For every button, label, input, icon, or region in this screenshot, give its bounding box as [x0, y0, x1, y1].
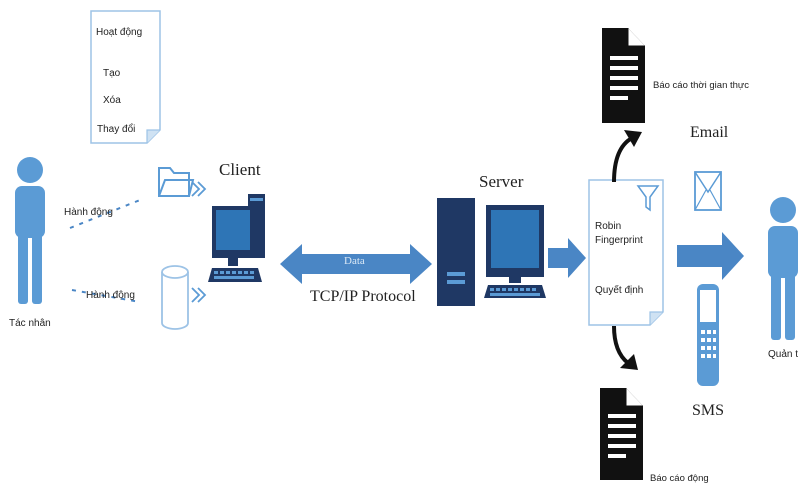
- database-icon: [161, 265, 189, 330]
- action-label-bottom: Hành động: [86, 290, 135, 301]
- process-to-admin-arrow: [677, 232, 744, 280]
- folder-icon: [158, 167, 195, 197]
- actor-person-icon: [15, 157, 45, 304]
- protocol-label: TCP/IP Protocol: [310, 288, 416, 305]
- chevron-icon-top: [191, 181, 207, 197]
- server-to-process-arrow: [548, 238, 586, 278]
- chevron-icon-bottom: [191, 287, 207, 303]
- process-line-3: Quyết định: [595, 285, 644, 296]
- realtime-report-label: Báo cáo thời gian thực: [653, 80, 750, 91]
- action-label-top: Hành động: [64, 207, 113, 218]
- actor-label: Tác nhân: [9, 318, 51, 329]
- realtime-report-document-icon: [602, 28, 645, 123]
- sms-label: SMS: [692, 402, 725, 419]
- report-arrow-down: [612, 325, 638, 370]
- activity-item-modify: Thay đổi: [97, 124, 136, 135]
- dynamic-report-label: Báo cáo động: [650, 473, 709, 484]
- client-label: Client: [219, 160, 261, 179]
- email-label: Email: [690, 124, 729, 141]
- server-icon: [437, 198, 475, 306]
- action-arrows: [69, 199, 141, 303]
- server-computer-icon: [484, 205, 546, 298]
- report-arrow-up: [612, 130, 642, 183]
- email-icon: [694, 171, 722, 211]
- processing-document: [588, 179, 664, 326]
- activity-item-delete: Xóa: [103, 95, 121, 106]
- admin-person-icon: [768, 197, 798, 340]
- process-line-1: Robin: [595, 221, 622, 232]
- process-line-2: Fingerprint: [595, 235, 643, 246]
- filter-icon: [636, 185, 660, 212]
- client-computer-icon: [208, 194, 265, 282]
- admin-label: Quản t: [768, 349, 799, 360]
- dynamic-report-document-icon: [600, 388, 643, 480]
- activity-note-paper: [90, 10, 161, 144]
- activity-item-create: Tạo: [103, 68, 121, 79]
- activity-note-title: Hoạt động: [96, 27, 143, 38]
- phone-icon: [697, 284, 719, 386]
- server-label: Server: [479, 172, 524, 191]
- data-label: Data: [344, 255, 365, 267]
- data-double-arrow: [280, 244, 432, 284]
